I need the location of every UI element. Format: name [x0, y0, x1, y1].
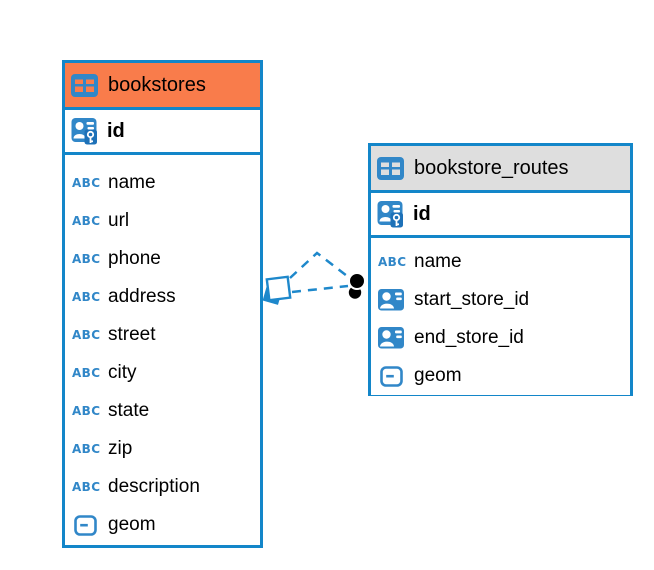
text-type-icon: ABC — [72, 404, 101, 418]
column-name: phone — [108, 248, 161, 269]
connector-diamond-marker — [262, 275, 292, 305]
relationship-line-lower — [291, 284, 349, 294]
column-name: street — [108, 324, 156, 345]
column-row[interactable]: ABC name — [371, 243, 630, 281]
column-row[interactable]: ABC url — [65, 202, 260, 240]
text-type-icon: ABC — [72, 328, 101, 342]
column-name: id — [413, 202, 431, 225]
column-row[interactable]: end_store_id — [371, 319, 630, 357]
column-name: address — [108, 286, 176, 307]
column-name: geom — [414, 365, 462, 386]
primary-key-icon — [71, 117, 99, 145]
column-row[interactable]: ABC zip — [65, 430, 260, 468]
column-name: name — [108, 172, 156, 193]
column-name: id — [107, 119, 125, 142]
table-header[interactable]: bookstores — [65, 63, 260, 110]
geometry-type-icon — [378, 365, 406, 387]
column-name: start_store_id — [414, 289, 530, 310]
reference-type-icon — [378, 327, 406, 349]
table-icon — [377, 156, 405, 180]
column-row[interactable]: ABC name — [65, 164, 260, 202]
column-list: ABC name ABC url ABC phone ABC address A… — [65, 155, 260, 544]
column-row[interactable]: start_store_id — [371, 281, 630, 319]
table-icon — [71, 73, 99, 97]
text-type-icon: ABC — [72, 176, 101, 190]
column-name: description — [108, 476, 200, 497]
column-name: name — [414, 251, 462, 272]
column-row[interactable]: ABC city — [65, 354, 260, 392]
column-row-pk[interactable]: id — [371, 193, 630, 238]
relationship-line-upper — [289, 251, 352, 280]
text-type-icon: ABC — [72, 252, 101, 266]
text-type-icon: ABC — [378, 255, 407, 269]
reference-type-icon — [378, 289, 406, 311]
column-name: geom — [108, 514, 156, 535]
column-row[interactable]: ABC phone — [65, 240, 260, 278]
table-name: bookstore_routes — [414, 156, 569, 179]
text-type-icon: ABC — [72, 290, 101, 304]
column-name: city — [108, 362, 137, 383]
column-name: state — [108, 400, 150, 421]
column-name: url — [108, 210, 130, 231]
column-row[interactable]: ABC state — [65, 392, 260, 430]
column-row[interactable]: ABC address — [65, 278, 260, 316]
entity-bookstore-routes[interactable]: bookstore_routes id ABC — [368, 143, 633, 396]
text-type-icon: ABC — [72, 214, 101, 228]
column-row[interactable]: geom — [371, 357, 630, 395]
text-type-icon: ABC — [72, 366, 101, 380]
column-row-pk[interactable]: id — [65, 110, 260, 155]
text-type-icon: ABC — [72, 480, 101, 494]
text-type-icon: ABC — [72, 442, 101, 456]
primary-key-icon — [377, 200, 405, 228]
geometry-type-icon — [72, 514, 100, 536]
column-row[interactable]: ABC description — [65, 468, 260, 506]
column-name: zip — [108, 438, 133, 459]
column-list: ABC name start_store_id — [371, 238, 630, 395]
connector-dot-markers — [348, 272, 366, 299]
table-name: bookstores — [108, 73, 206, 96]
column-row[interactable]: geom — [65, 506, 260, 544]
entity-bookstores[interactable]: bookstores id ABC — [62, 60, 263, 548]
table-header[interactable]: bookstore_routes — [371, 146, 630, 193]
column-row[interactable]: ABC street — [65, 316, 260, 354]
column-name: end_store_id — [414, 327, 524, 348]
